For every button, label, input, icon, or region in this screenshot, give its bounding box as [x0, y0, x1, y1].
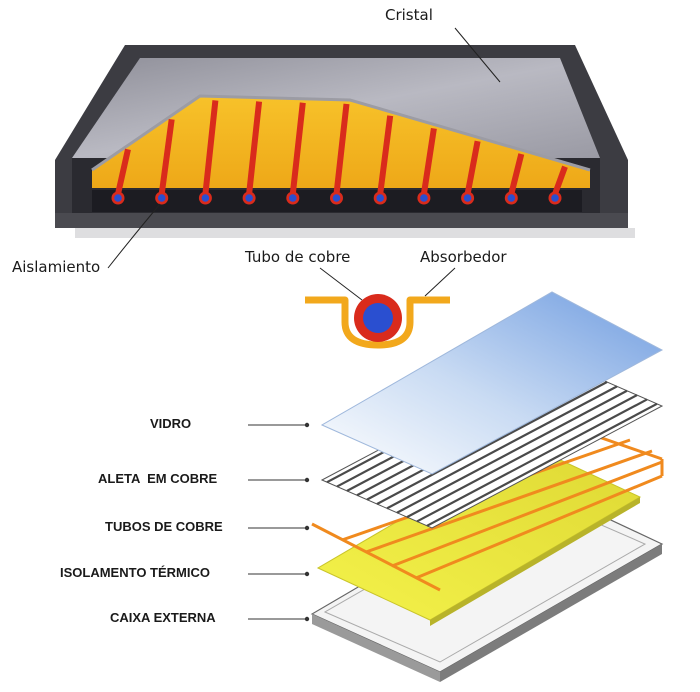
tube-end-inner — [289, 194, 297, 202]
fin-stripe — [416, 398, 648, 523]
glass-layer — [320, 291, 664, 475]
layer-leader-dot — [304, 477, 310, 483]
fin-stripe — [376, 381, 608, 505]
absorber-tube-stripe — [420, 128, 437, 195]
absorber-tube-stripe — [246, 101, 263, 195]
outer-box-rim — [312, 614, 440, 682]
tube-cross-section — [305, 294, 450, 349]
tube-end-inner — [157, 194, 166, 202]
glass-leader — [454, 27, 501, 83]
fin-stripe — [426, 402, 658, 527]
tube-end-inner — [376, 194, 385, 202]
insulation-leader — [107, 203, 161, 269]
copper-tube-label: Tubo de cobre — [244, 248, 350, 266]
insulation-label: Aislamiento — [12, 258, 100, 276]
fin-stripe — [396, 389, 628, 514]
absorber-tube-stripe — [289, 102, 306, 195]
layer-leader-dot — [304, 616, 310, 622]
copper-tube-leader — [319, 267, 363, 301]
collector-shadow — [75, 228, 635, 238]
glass-label: Cristal — [385, 6, 433, 24]
fin-stripe — [386, 385, 618, 510]
absorber-tubes — [111, 100, 568, 205]
absorber-leader — [424, 267, 456, 297]
exploded-view — [310, 291, 664, 682]
absorber-tube-stripe — [202, 100, 219, 195]
layer-labels: VIDRO ALETA EM COBRE TUBOS DE COBRE ISOL… — [60, 416, 310, 625]
tube-end-inner — [114, 194, 122, 202]
copper-header-lower — [311, 522, 441, 592]
absorber-tube-stripe — [333, 103, 350, 195]
layer-label-tubes: TUBOS DE COBRE — [105, 519, 223, 534]
absorber-tube-stripe — [552, 165, 568, 196]
tube-end-inner — [420, 194, 428, 202]
layer-label-box: CAIXA EXTERNA — [110, 610, 216, 625]
collector-cutaway — [55, 45, 635, 238]
copper-riser — [391, 460, 663, 568]
fin-stripe — [406, 394, 638, 519]
layer-leader-dot — [304, 571, 310, 577]
tube-interior — [363, 303, 393, 333]
tube-end-inner — [245, 194, 253, 202]
absorber-label: Absorbedor — [420, 248, 507, 266]
tube-end-inner — [507, 194, 516, 202]
tube-end-inner — [332, 194, 341, 202]
absorber-tube-stripe — [508, 153, 525, 195]
layer-leader-dot — [304, 422, 310, 428]
layer-label-insulation: ISOLAMENTO TÉRMICO — [60, 565, 210, 580]
tube-end-inner — [463, 194, 472, 202]
thermal-insulation-side — [430, 497, 640, 626]
layer-label-fins: ALETA EM COBRE — [98, 471, 217, 486]
layer-leader-dot — [304, 525, 310, 531]
absorber-tube-stripe — [158, 118, 175, 195]
absorber-fin-section — [305, 296, 450, 349]
tube-end-inner — [551, 194, 559, 202]
collector-base — [55, 213, 628, 228]
layer-label-glass: VIDRO — [150, 416, 191, 431]
copper-riser — [415, 474, 663, 580]
absorber-tube-stripe — [464, 140, 481, 195]
outer-box-side — [440, 544, 662, 682]
absorber-tube-stripe — [115, 148, 131, 195]
tube-end-inner — [201, 194, 210, 202]
absorber-edge — [91, 94, 591, 172]
absorber-tube-stripe — [377, 115, 394, 195]
copper-riser — [365, 449, 653, 554]
